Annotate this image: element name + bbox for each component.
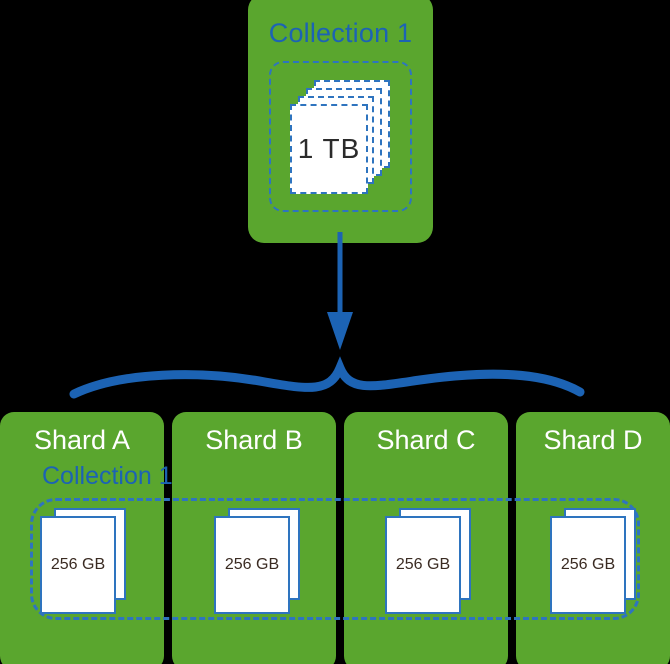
shard-title-a: Shard A	[33, 425, 131, 455]
document-page-1	[290, 104, 368, 194]
shard-size-label-c: 256 GB	[395, 556, 451, 573]
shard-chunk-stack-b: 256 GB	[214, 508, 310, 616]
shard-size-label-d: 256 GB	[560, 556, 616, 573]
shard-title-b: Shard B	[205, 425, 303, 455]
source-size-label: 1 TB	[297, 133, 361, 164]
shard-title-c: Shard C	[376, 425, 476, 455]
chunk-page-front-c	[385, 516, 461, 614]
curly-brace-icon	[69, 356, 585, 399]
shard-chunk-stack-c: 256 GB	[385, 508, 481, 616]
source-collection-title: Collection 1	[268, 18, 413, 48]
shard-chunk-stack-d: 256 GB	[550, 508, 646, 616]
sharded-collection-boundary	[30, 498, 640, 620]
source-document-stack: 1 TB	[290, 80, 395, 195]
shard-chunk-stack-a: 256 GB	[40, 508, 136, 616]
sharded-collection-label: Collection 1	[42, 462, 173, 490]
down-arrow-icon	[327, 232, 353, 350]
shard-size-label-a: 256 GB	[50, 556, 106, 573]
chunk-page-front-a	[40, 516, 116, 614]
shard-title-d: Shard D	[543, 425, 643, 455]
shard-size-label-b: 256 GB	[224, 556, 280, 573]
source-collection-dashed-boundary	[269, 61, 412, 212]
chunk-page-front-b	[214, 516, 290, 614]
shard-card-d[interactable]: Shard D	[516, 412, 670, 664]
chunk-page-front-d	[550, 516, 626, 614]
